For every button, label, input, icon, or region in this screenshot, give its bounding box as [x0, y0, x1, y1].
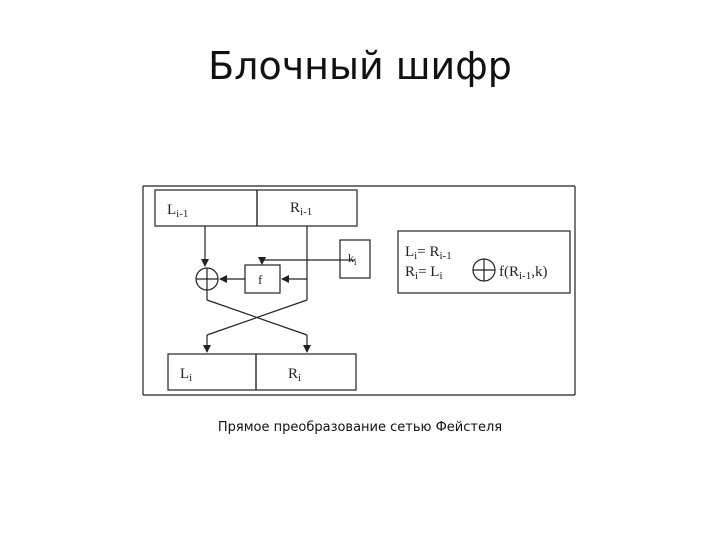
function-box	[244, 264, 281, 294]
key-label: ki	[348, 251, 357, 267]
left-input-label: Li-1	[167, 202, 188, 220]
diagram-frame	[142, 185, 576, 396]
right-output-box	[255, 353, 357, 391]
xor-symbol-equation	[472, 258, 496, 282]
connectors	[201, 226, 355, 353]
equation-line-2-function: f(Ri-1,k)	[499, 264, 547, 282]
right-output-label: Ri	[288, 366, 301, 384]
equation-line-1: Li= Ri-1	[405, 244, 452, 262]
left-output-label: Li	[180, 366, 192, 384]
xor-symbol	[195, 267, 219, 291]
diagram-caption: Прямое преобразование сетью Фейстеля	[217, 420, 503, 435]
key-box	[339, 239, 371, 279]
right-input-label: Ri-1	[290, 200, 312, 218]
equation-line-2-left: Ri= Li	[405, 264, 443, 282]
function-label: f	[258, 272, 263, 287]
slide-title: Блочный шифр	[208, 44, 512, 88]
equations-box	[397, 230, 571, 294]
